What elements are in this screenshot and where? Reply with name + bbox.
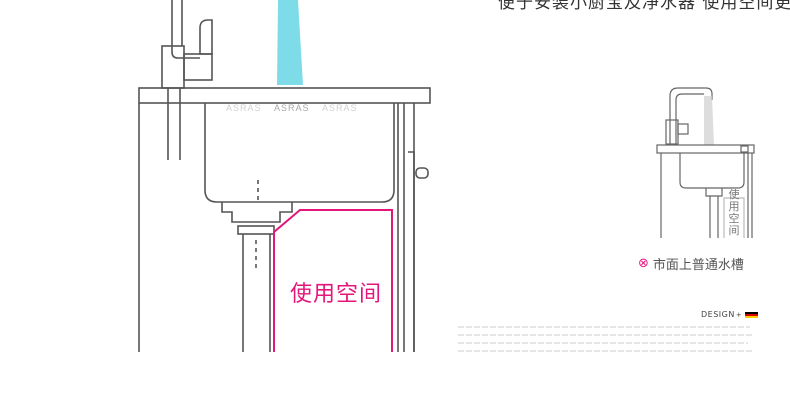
design-label: DESIGN	[701, 310, 735, 319]
brand-mark-3: ASRAS	[322, 103, 358, 113]
design-badge: DESIGN +	[701, 310, 759, 319]
brand-mark-1: ASRAS	[226, 103, 262, 113]
comparison-caption: 市面上普通水槽	[652, 258, 744, 273]
compare-space-outline	[723, 197, 745, 238]
main-basin	[204, 103, 395, 352]
compare-water	[704, 96, 714, 145]
compare-sink	[656, 144, 755, 238]
main-space-label: 使用空间	[290, 282, 383, 307]
compare-space-label: 使用空间	[728, 188, 740, 237]
compare-faucet	[665, 87, 713, 145]
water-stream	[277, 0, 303, 85]
comparison-caption-row: ⊗ 市面上普通水槽	[638, 254, 744, 273]
main-space-outline	[273, 209, 393, 352]
brand-mark-2: ASRAS	[274, 103, 310, 113]
german-flag-icon	[745, 311, 759, 318]
main-countertop	[138, 87, 431, 352]
cross-icon: ⊗	[638, 256, 649, 271]
design-plus: +	[735, 310, 743, 319]
headline: 便于安装小厨宝及净水器 使用空间更大	[498, 0, 790, 13]
